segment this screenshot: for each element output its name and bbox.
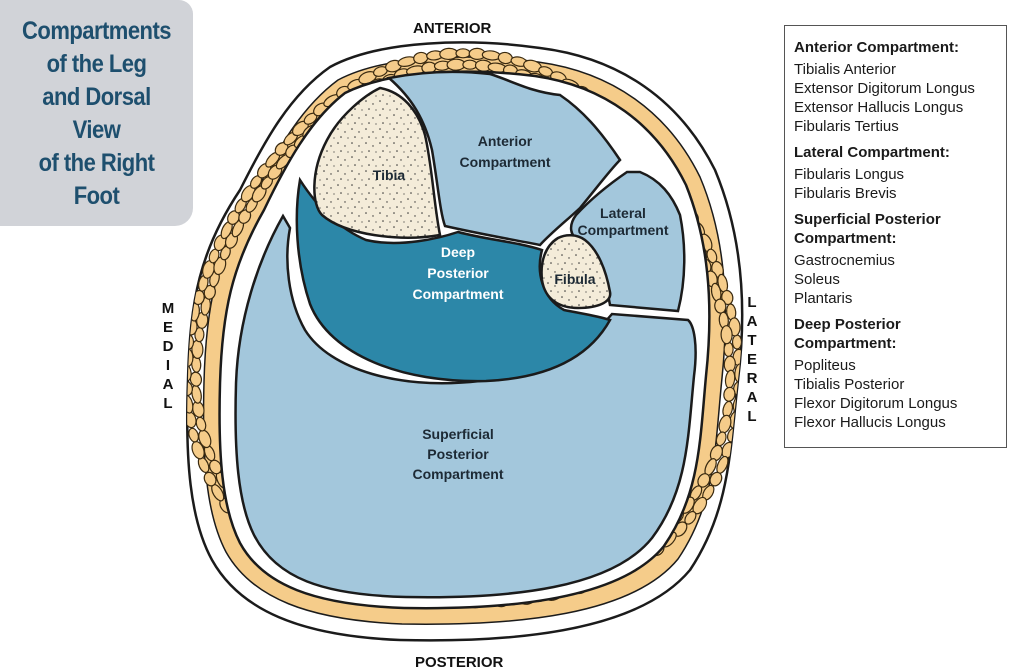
muscle-legend: Anterior Compartment: Tibialis Anterior … [784,25,1007,448]
fat-cell [720,325,733,345]
lateral-letter: L [747,294,757,311]
legend-heading: Superficial Posterior Compartment: [794,211,941,247]
legend-group-deep-posterior: Deep Posterior Compartment: Popliteus Ti… [794,315,1006,432]
fat-cell [462,59,478,70]
label-fibula: Fibula [554,271,595,287]
label-deep-2: Posterior [427,265,489,281]
medial-letter: M [161,300,175,317]
orientation-lateral: L A T E R A L [744,293,760,426]
medial-letter: E [162,319,173,336]
legend-item: Fibularis Longus [794,166,905,183]
lateral-letter: E [746,351,757,368]
lateral-letter: R [746,370,758,387]
legend-group-superficial-posterior: Superficial Posterior Compartment: Gastr… [794,210,1006,308]
legend-item: Extensor Digitorum Longus [794,80,975,97]
legend-item: Soleus [794,271,840,288]
orientation-posterior: POSTERIOR [415,654,504,671]
orientation-anterior: ANTERIOR [413,20,492,37]
label-superficial-3: Compartment [412,466,503,482]
fat-cell [455,48,471,59]
diagram-title: Compartments of the Leg and Dorsal View … [22,17,171,210]
medial-letter: I [165,357,171,374]
lateral-letter: L [747,408,757,425]
legend-item: Popliteus [794,357,856,374]
fibula-bone [540,234,612,310]
fat-cell [439,47,459,61]
legend-group-anterior: Anterior Compartment: Tibialis Anterior … [794,38,1006,136]
label-lateral-1: Lateral [600,205,646,221]
fat-cell [187,380,193,397]
legend-item: Tibialis Posterior [794,376,905,393]
anterior-compartment [386,70,622,247]
legend-item: Plantaris [794,290,853,307]
medial-letter: A [162,376,174,393]
orientation-medial: M E D I A L [160,299,176,413]
fat-cell [188,427,199,443]
legend-heading: Lateral Compartment: [794,144,950,161]
label-superficial-1: Superficial [422,426,494,442]
label-anterior-1: Anterior [478,133,533,149]
legend-item: Extensor Hallucis Longus [794,99,964,116]
medial-letter: L [163,395,173,412]
fat-cell [203,471,217,487]
label-tibia: Tibia [373,167,406,183]
title-box: Compartments of the Leg and Dorsal View … [0,0,193,226]
legend-item: Gastrocnemius [794,252,895,269]
lateral-letter: A [746,389,758,406]
superficial-posterior-compartment [234,213,697,599]
legend-item: Flexor Hallucis Longus [794,414,946,431]
label-anterior-2: Compartment [459,154,550,170]
legend-item: Flexor Digitorum Longus [794,395,958,412]
fat-cell [731,334,743,350]
legend-item: Tibialis Anterior [794,61,896,78]
deep-posterior-compartment [295,176,612,383]
lateral-letter: A [746,313,758,330]
legend-item: Fibularis Brevis [794,185,897,202]
label-superficial-2: Posterior [427,446,489,462]
lateral-letter: T [747,332,757,349]
fat-cell [187,394,194,414]
legend-heading: Anterior Compartment: [794,39,960,56]
legend-heading: Deep Posterior Compartment: [794,316,901,352]
medial-letter: D [162,338,174,355]
label-lateral-2: Compartment [577,222,668,238]
legend-group-lateral: Lateral Compartment: Fibularis Longus Fi… [794,143,1006,203]
legend-item: Fibularis Tertius [794,118,899,135]
label-deep-3: Compartment [412,286,503,302]
label-deep-1: Deep [441,244,475,260]
fat-cell [723,341,734,357]
tibia-bone [313,86,442,239]
